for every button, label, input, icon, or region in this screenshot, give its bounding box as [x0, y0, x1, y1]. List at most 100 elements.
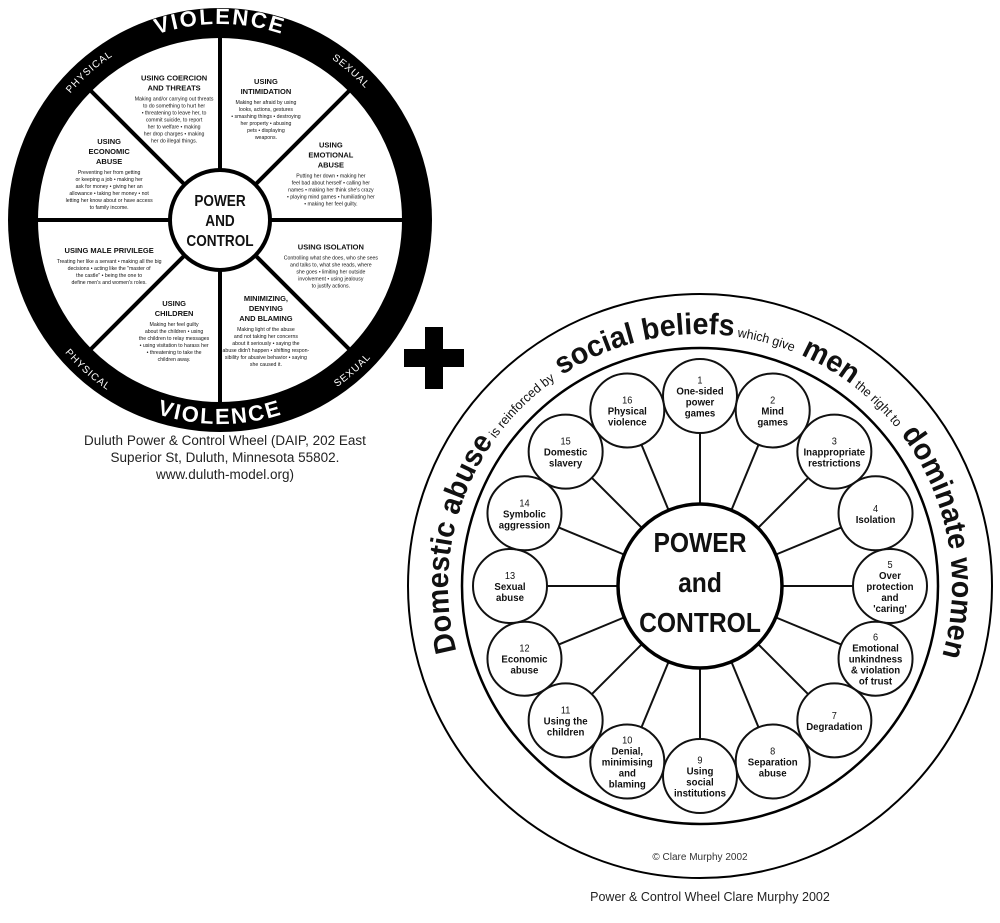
- segment-title: AND BLAMING: [239, 314, 292, 323]
- hub-text: POWER: [653, 527, 746, 559]
- segment-body: abuse didn't happen • shifting respon-: [223, 348, 310, 354]
- node-circle: [837, 620, 914, 697]
- node-number: 8: [770, 746, 775, 757]
- node-circle: [734, 372, 811, 449]
- node-number: 5: [887, 560, 892, 571]
- node-number: 13: [505, 571, 515, 582]
- node-label: abuse: [511, 665, 539, 676]
- segment-body: define men's and women's roles.: [72, 280, 147, 286]
- segment-body: and talks to, what she reads, where: [290, 262, 372, 268]
- node-number: 4: [873, 503, 879, 514]
- node-number: 3: [832, 436, 837, 447]
- segment-title: ABUSE: [318, 161, 344, 170]
- node-label: slavery: [549, 458, 583, 469]
- segment-body: • threatening to leave her, to: [142, 111, 207, 117]
- wheel-spoke: [253, 89, 351, 187]
- plus-sign: [404, 327, 464, 389]
- node-label: Physical: [608, 406, 647, 417]
- segment-title: USING: [162, 299, 186, 308]
- node-circle: [527, 413, 604, 490]
- node-label: Sexual: [494, 582, 525, 593]
- segment-body: weapons.: [255, 135, 277, 141]
- node-label: and: [881, 593, 898, 604]
- node-label: Using the: [544, 716, 588, 727]
- node-number: 14: [519, 498, 530, 509]
- node-label: Denial,: [611, 746, 643, 757]
- node-number: 11: [561, 705, 571, 716]
- segment-body: Making her afraid by using: [236, 100, 297, 106]
- node-number: 1: [697, 375, 702, 386]
- duluth-caption: Duluth Power & Control Wheel (DAIP, 202 …: [40, 432, 410, 483]
- segment-body: • threatening to take the: [147, 350, 202, 356]
- wheel-spoke: [89, 89, 187, 187]
- node-label: children: [547, 727, 585, 738]
- node-label: Mind: [761, 406, 784, 417]
- node-circle: [796, 413, 873, 490]
- node-spoke: [591, 477, 643, 529]
- node-spoke: [640, 444, 670, 511]
- murphy-caption: Power & Control Wheel Clare Murphy 2002: [590, 890, 830, 904]
- hub-text: POWER: [194, 193, 246, 210]
- node-circle: [796, 682, 873, 759]
- segment-body: to justify actions.: [312, 283, 350, 289]
- node-circle: [589, 372, 666, 449]
- node-label: games: [757, 417, 788, 428]
- segment-title: ECONOMIC: [89, 147, 131, 156]
- segment-body: • making her feel guilty.: [304, 202, 357, 208]
- node-label: Separation: [748, 757, 798, 768]
- segment-body: pets • displaying: [247, 128, 285, 134]
- node-label: social: [686, 777, 714, 788]
- copyright-text: © Clare Murphy 2002: [652, 852, 748, 863]
- node-circle: [734, 723, 811, 800]
- node-label: unkindness: [849, 654, 903, 665]
- node-circle: [527, 682, 604, 759]
- node-spoke: [640, 661, 670, 728]
- segment-body: Preventing her from getting: [78, 170, 141, 176]
- segment-body: to family income.: [90, 205, 129, 211]
- segment-title: ABUSE: [96, 157, 122, 166]
- segment-body: Putting her down • making her: [296, 174, 366, 180]
- node-label: restrictions: [808, 458, 861, 469]
- node-label: blaming: [609, 779, 646, 790]
- segment-body: and not taking her concerns: [234, 334, 298, 340]
- node-label: abuse: [496, 593, 524, 604]
- node-number: 6: [873, 632, 878, 643]
- node-label: abuse: [759, 768, 787, 779]
- segment-title: MINIMIZING,: [244, 294, 288, 303]
- node-label: Domestic: [544, 447, 588, 458]
- segment-body: • using visitation to harass her: [140, 343, 209, 349]
- segment-body: Controlling what she does, who she sees: [284, 255, 379, 261]
- segment-body: her drop charges • making: [144, 132, 205, 138]
- segment-body: Making light of the abuse: [237, 327, 295, 333]
- wheel-spoke: [89, 253, 187, 351]
- segment-body: Treating her like a servant • making all…: [57, 259, 162, 265]
- node-number: 7: [832, 711, 837, 722]
- segment-body: or keeping a job • making her: [75, 177, 143, 183]
- node-label: minimising: [602, 757, 653, 768]
- node-number: 2: [770, 395, 775, 406]
- hub-text: CONTROL: [186, 233, 253, 250]
- node-label: and: [619, 768, 636, 779]
- node-circle: [472, 548, 548, 624]
- node-label: protection: [866, 582, 913, 593]
- segment-body: she goes • limiting her outside: [296, 269, 365, 275]
- node-label: Symbolic: [503, 509, 546, 520]
- segment-body: decisions • acting like the "master of: [68, 266, 152, 272]
- segment-body: Making and/or carrying out threats: [135, 97, 214, 103]
- node-label: Inappropriate: [804, 447, 866, 458]
- segment-title: USING: [319, 141, 343, 150]
- node-circle: [486, 475, 563, 552]
